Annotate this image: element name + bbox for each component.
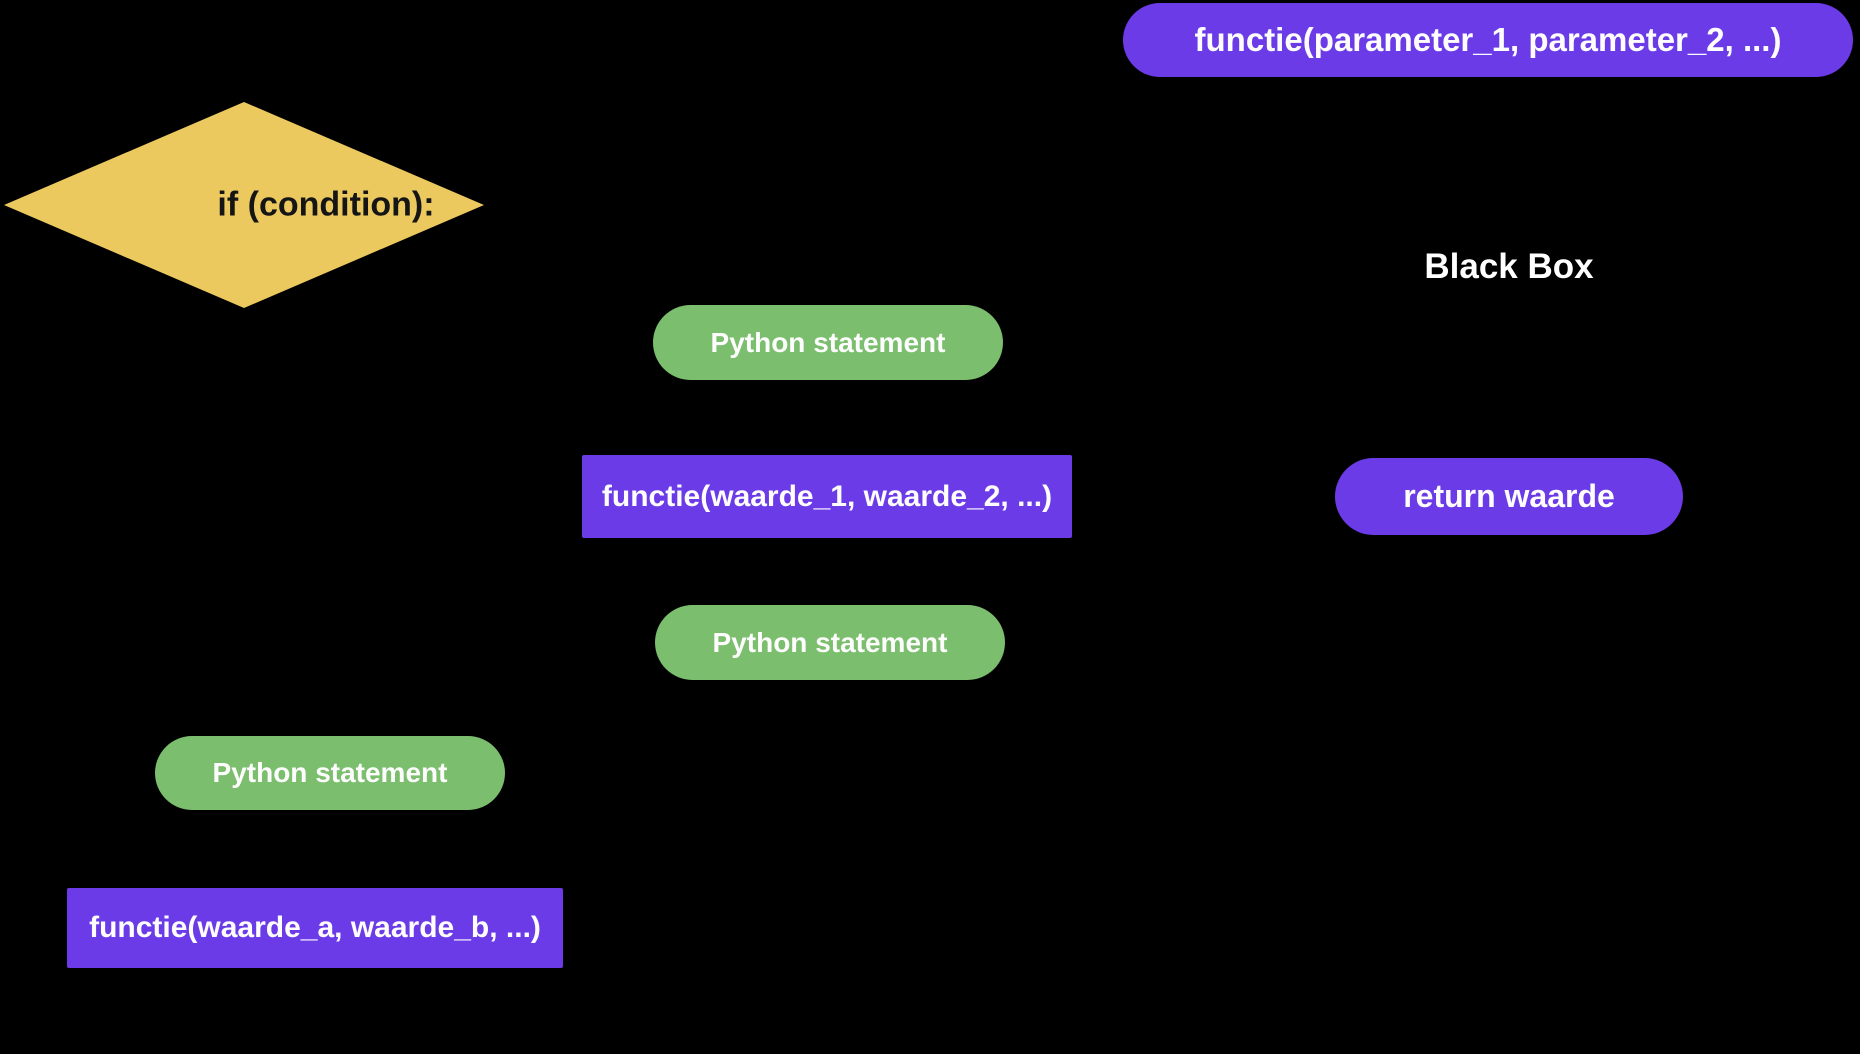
function-call-letters-label: functie(waarde_a, waarde_b, ...) bbox=[89, 911, 541, 944]
python-statement-pill-2: Python statement bbox=[655, 605, 1005, 680]
return-value-pill: return waarde bbox=[1335, 458, 1683, 535]
function-call-box-letters: functie(waarde_a, waarde_b, ...) bbox=[67, 888, 563, 968]
return-value-label: return waarde bbox=[1403, 478, 1615, 514]
python-statement-label: Python statement bbox=[710, 326, 946, 358]
function-signature-pill: functie(parameter_1, parameter_2, ...) bbox=[1123, 3, 1853, 77]
function-call-box-numeric: functie(waarde_1, waarde_2, ...) bbox=[582, 455, 1072, 538]
function-signature-label: functie(parameter_1, parameter_2, ...) bbox=[1194, 21, 1782, 58]
python-statement-pill-1: Python statement bbox=[653, 305, 1003, 380]
function-call-numeric-label: functie(waarde_1, waarde_2, ...) bbox=[601, 479, 1053, 513]
python-statement-label: Python statement bbox=[212, 757, 448, 788]
python-statement-label: Python statement bbox=[712, 626, 948, 658]
black-box-title: Black Box bbox=[1424, 247, 1594, 286]
if-condition-diamond: if (condition): bbox=[4, 102, 484, 308]
python-statement-pill-3: Python statement bbox=[155, 736, 505, 810]
if-condition-label: if (condition): bbox=[217, 185, 435, 224]
